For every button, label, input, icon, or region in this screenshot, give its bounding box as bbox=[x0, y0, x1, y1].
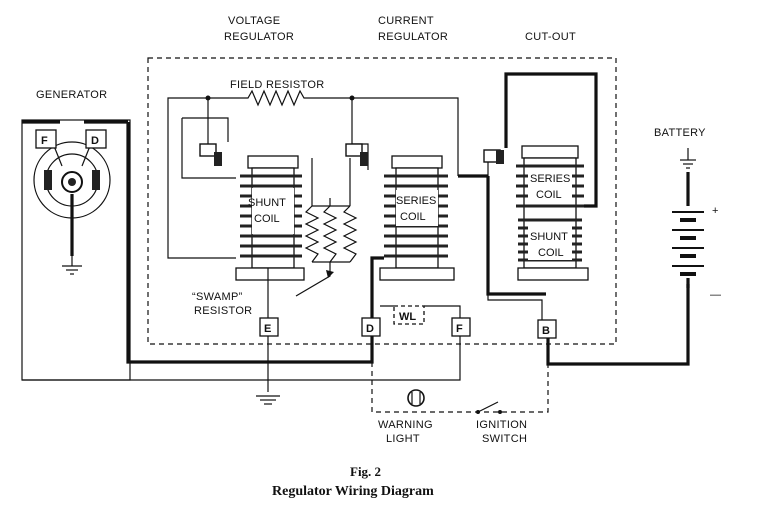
battery-label: BATTERY bbox=[654, 127, 706, 139]
swamp-resistor-icon bbox=[295, 158, 358, 297]
generator-terminal-f: F bbox=[41, 135, 48, 147]
terminal-b: B bbox=[537, 319, 557, 339]
svg-text:E: E bbox=[264, 323, 271, 335]
swamp-resistor-label-line2: RESISTOR bbox=[194, 305, 252, 317]
generator-bracket bbox=[21, 119, 131, 381]
co-shunt-coil-label-line2: COIL bbox=[538, 247, 564, 259]
cr-series-coil-label-line2: COIL bbox=[400, 211, 426, 223]
terminal-f: F bbox=[451, 317, 471, 337]
current-regulator-label-line1: CURRENT bbox=[378, 15, 434, 27]
figure-title: Regulator Wiring Diagram bbox=[272, 484, 434, 499]
current-regulator-label-line2: REGULATOR bbox=[378, 31, 448, 43]
generator-ground-icon bbox=[62, 256, 82, 275]
generator-d-lead bbox=[126, 122, 374, 364]
co-series-coil-label-line1: SERIES bbox=[530, 173, 570, 185]
battery-plus-label: + bbox=[712, 205, 719, 217]
cut-out-label: CUT-OUT bbox=[525, 31, 576, 43]
warning-light-circuit bbox=[371, 338, 549, 413]
vr-shunt-coil-label-line2: COIL bbox=[254, 213, 280, 225]
generator-terminal-d: D bbox=[91, 135, 99, 147]
co-shunt-coil-label-line1: SHUNT bbox=[530, 231, 568, 243]
svg-text:F: F bbox=[456, 323, 463, 335]
svg-text:WL: WL bbox=[399, 311, 416, 323]
co-series-coil-label-line2: COIL bbox=[536, 189, 562, 201]
regulator-enclosure bbox=[147, 57, 617, 345]
regulator-ground-icon bbox=[256, 395, 280, 405]
vr-shunt-coil-label-line1: SHUNT bbox=[248, 197, 286, 209]
warning-light-icon bbox=[407, 389, 425, 407]
voltage-regulator: FIELD RESISTOR SHUNT COIL bbox=[167, 79, 459, 317]
voltage-regulator-label-line1: VOLTAGE bbox=[228, 15, 280, 27]
ignition-switch-label-line2: SWITCH bbox=[482, 433, 527, 445]
ignition-switch-icon bbox=[476, 401, 502, 414]
current-regulator: SERIES COIL bbox=[345, 143, 488, 336]
voltage-regulator-label-line2: REGULATOR bbox=[224, 31, 294, 43]
battery-icon bbox=[672, 148, 704, 288]
generator-terminal-f-box bbox=[35, 129, 57, 149]
generator-f-lead bbox=[22, 336, 461, 381]
terminal-e: E bbox=[259, 317, 279, 337]
figure-number: Fig. 2 bbox=[350, 464, 381, 479]
terminal-wl: WL bbox=[393, 305, 425, 325]
battery-lead bbox=[546, 284, 690, 366]
svg-text:D: D bbox=[366, 323, 374, 335]
battery-minus-label: — bbox=[710, 289, 721, 301]
svg-text:B: B bbox=[542, 325, 550, 337]
field-resistor-icon bbox=[208, 89, 352, 107]
cr-series-coil-label-line1: SERIES bbox=[396, 195, 436, 207]
swamp-resistor-label-line1: “SWAMP” bbox=[192, 291, 243, 303]
generator: F D bbox=[21, 119, 131, 381]
terminal-d: D bbox=[361, 317, 381, 337]
field-resistor-label: FIELD RESISTOR bbox=[230, 79, 324, 91]
ignition-switch-label-line1: IGNITION bbox=[476, 419, 527, 431]
warning-light-label-line1: WARNING bbox=[378, 419, 433, 431]
cut-out: SERIES COIL SHUNT COIL bbox=[483, 72, 598, 320]
warning-light-label-line2: LIGHT bbox=[386, 433, 420, 445]
generator-terminal-d-box bbox=[85, 129, 107, 149]
generator-label: GENERATOR bbox=[36, 89, 107, 101]
